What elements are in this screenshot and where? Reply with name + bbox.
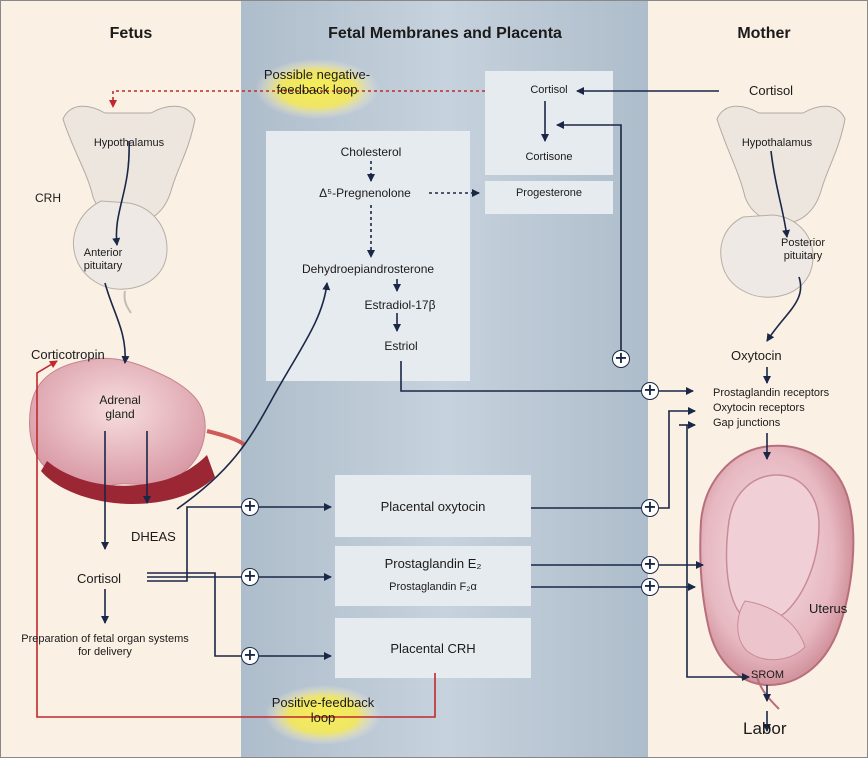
placental-crh-label: Placental CRH bbox=[335, 641, 531, 656]
labor-label: Labor bbox=[743, 719, 786, 739]
plus-circle-crh-input: + bbox=[241, 647, 259, 665]
plus-circle-pgf2a: + bbox=[641, 578, 659, 596]
placenta-cortisol-label: Cortisol bbox=[505, 84, 593, 97]
fetal-crh-label: CRH bbox=[35, 191, 61, 205]
ot-receptors-label: Oxytocin receptors bbox=[713, 402, 805, 415]
pge2-label: Prostaglandin E₂ bbox=[335, 556, 531, 571]
adrenal-illustration bbox=[30, 358, 245, 504]
positive-feedback-label: Positive-feedback loop bbox=[269, 695, 377, 725]
progesterone-label: Progesterone bbox=[487, 187, 611, 200]
posterior-pituitary-label: Posterior pituitary bbox=[773, 237, 833, 263]
plus-circle-pge2: + bbox=[641, 556, 659, 574]
maternal-hypothalamus-label: Hypothalamus bbox=[737, 137, 817, 150]
prostaglandin-box bbox=[335, 546, 531, 606]
estradiol-label: Estradiol-17β bbox=[345, 298, 455, 312]
preparation-label: Preparation of fetal organ systems for d… bbox=[15, 633, 195, 659]
adrenal-gland-label: Adrenal gland bbox=[85, 393, 155, 421]
plus-circle-oxytocin-input: + bbox=[241, 498, 259, 516]
corticotropin-label: Corticotropin bbox=[31, 347, 105, 362]
uterus-label: Uterus bbox=[809, 601, 847, 616]
pregnenolone-label: Δ⁵-Pregnenolone bbox=[301, 186, 429, 200]
anterior-pituitary-label: Anterior pituitary bbox=[65, 247, 141, 273]
estriol-label: Estriol bbox=[361, 339, 441, 353]
cholesterol-label: Cholesterol bbox=[311, 145, 431, 159]
plus-circle-estriol: + bbox=[641, 382, 659, 400]
negative-feedback-label: Possible negative-feedback loop bbox=[255, 67, 379, 97]
maternal-oxytocin-label: Oxytocin bbox=[731, 348, 782, 363]
pg-receptors-label: Prostaglandin receptors bbox=[713, 387, 829, 400]
fetus-header: Fetus bbox=[96, 25, 166, 43]
plus-circle-prostaglandin-input: + bbox=[241, 568, 259, 586]
dheas-label: DHEAS bbox=[131, 529, 176, 544]
dhea-label: Dehydroepiandrosterone bbox=[273, 262, 463, 276]
srom-label: SROM bbox=[751, 669, 784, 682]
gap-junctions-label: Gap junctions bbox=[713, 417, 780, 430]
placenta-header: Fetal Membranes and Placenta bbox=[285, 25, 605, 43]
fetal-cortisol-label: Cortisol bbox=[77, 571, 121, 586]
pgf2a-label: Prostaglandin F₂α bbox=[335, 581, 531, 594]
plus-circle-placental-oxytocin: + bbox=[641, 499, 659, 517]
mother-header: Mother bbox=[719, 25, 809, 43]
plus-circle-cortisol-feedback: + bbox=[612, 350, 630, 368]
maternal-cortisol-label: Cortisol bbox=[749, 83, 793, 98]
fetal-hypothalamus-label: Hypothalamus bbox=[89, 137, 169, 150]
placental-oxytocin-label: Placental oxytocin bbox=[335, 499, 531, 514]
cortisone-label: Cortisone bbox=[501, 151, 597, 164]
